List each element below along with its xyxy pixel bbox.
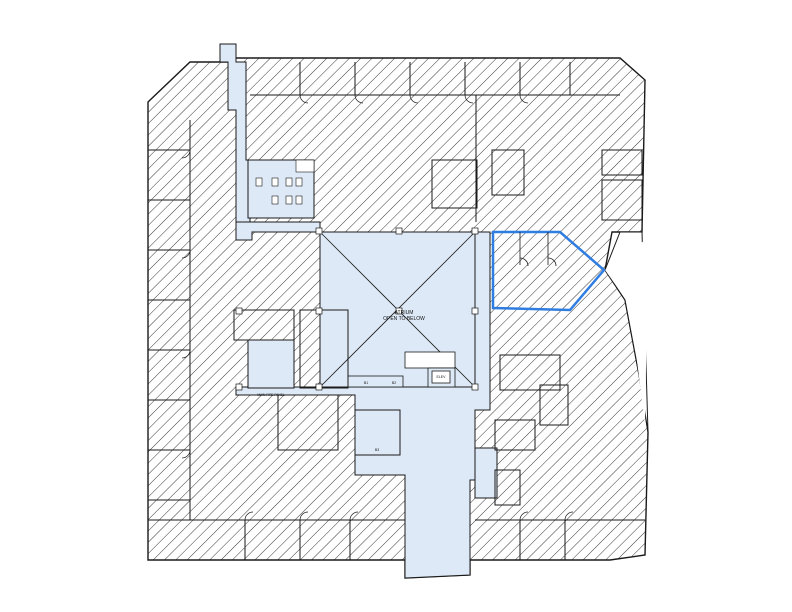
stair-b1-label: B1 (364, 381, 368, 385)
atrium-fixtures (347, 351, 456, 388)
atrium-subtitle: OPEN TO BELOW (383, 316, 425, 322)
highlighted-suite-walls (519, 232, 557, 267)
restroom-fixtures (255, 159, 315, 205)
column-markers (235, 227, 479, 391)
highlighted-suite[interactable] (491, 230, 606, 312)
stair-b2-label: B2 (392, 381, 396, 385)
main-fire-panel-label: MAIN FIRE PANEL (257, 393, 284, 397)
atrium-title: ATRIUM (395, 310, 414, 316)
open-area-right-upper (605, 240, 648, 425)
elevator-label: ELEV (437, 375, 447, 379)
door-swings (181, 94, 574, 521)
stair-lobby-label: B3 (375, 448, 379, 452)
interior-walls (148, 62, 645, 560)
